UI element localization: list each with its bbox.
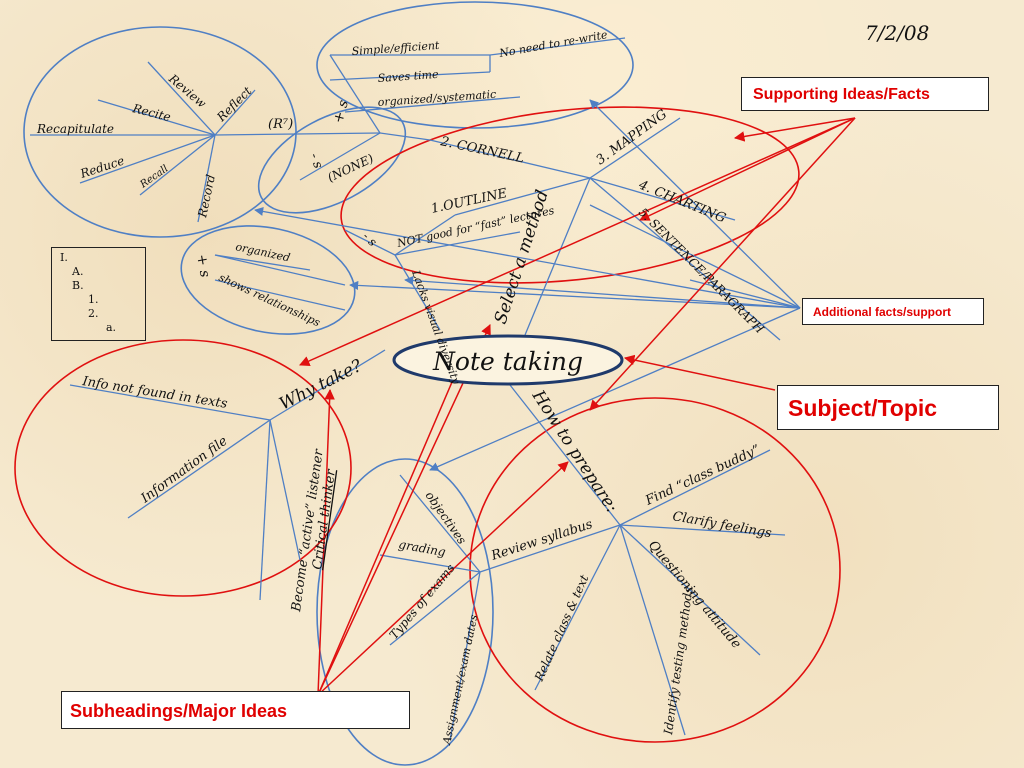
r7-item-recite: Recite — [130, 101, 172, 124]
cornell-plus-no-rewrite: No need to re-write — [497, 28, 609, 60]
method-sentence: 5. SENTENCE/PARAGRAPH — [636, 205, 767, 336]
subheading-why: Why take? — [276, 355, 366, 414]
why-item-info-not-found: Info not found in texts — [80, 374, 228, 412]
prepare-item-objectives: objectives — [423, 489, 470, 547]
cornell-plus-simple: Simple/efficient — [351, 39, 440, 58]
outline-plus-sign: + s — [193, 253, 213, 279]
why-oval — [14, 339, 352, 597]
outline-plus-oval — [180, 225, 356, 335]
legend-supporting-ideas: Supporting Ideas/Facts — [741, 77, 989, 111]
cornell-plus-oval — [316, 1, 634, 129]
outline-plus-relationships: shows relationships — [217, 271, 323, 330]
prepare-item-review-syllabus: Review syllabus — [489, 517, 595, 564]
methods-branches — [214, 37, 781, 341]
prepare-sub-oval — [316, 458, 494, 766]
why-branches — [69, 349, 386, 601]
method-cornell: 2. CORNELL — [438, 134, 525, 167]
outline-example-box: I. A. B. 1. 2. a. — [51, 247, 146, 341]
additional-support-arrows — [254, 99, 801, 471]
r7-item-recall: Recall — [138, 163, 171, 191]
prepare-item-relate-class-text: Relate class & text — [532, 573, 592, 685]
blue-ovals — [23, 1, 634, 766]
prepare-oval — [469, 397, 841, 743]
r7-item-record: Record — [195, 173, 218, 220]
cornell-plus-saves-time: Saves time — [377, 68, 439, 85]
prepare-item-assignment-dates: Assignment/exam dates — [440, 613, 481, 747]
prepare-branches — [379, 384, 786, 741]
cornell-minus-oval — [257, 106, 407, 214]
cornell-minus-none: (NONE) — [325, 151, 376, 185]
r7-item-recapitulate: Recapitulate — [36, 122, 114, 136]
prepare-item-types-of-exams: Types of exams — [387, 561, 458, 642]
outline-line: 1. — [88, 293, 99, 306]
outline-plus-branches — [214, 254, 346, 311]
prepare-item-class-buddy: Find “class buddy” — [642, 442, 762, 509]
prepare-item-grading: grading — [397, 537, 447, 559]
cornell-plus-sign: + s — [330, 98, 352, 125]
red-arrows — [299, 117, 856, 696]
subheading-prepare: How to prepare: — [527, 386, 621, 516]
r7-item-reduce: Reduce — [78, 154, 126, 182]
cornell-minus-sign: - s — [306, 151, 325, 171]
outline-line: 2. — [88, 307, 99, 320]
methods-oval — [340, 106, 800, 284]
method-outline: 1.OUTLINE — [430, 186, 509, 217]
outline-line: A. — [72, 265, 84, 278]
outline-line: I. — [60, 251, 68, 264]
central-topic: Note taking — [432, 347, 583, 376]
outline-line: B. — [72, 279, 84, 292]
prepare-item-clarify-feelings: Clarify feelings — [671, 509, 773, 541]
date-label: 7/2/08 — [865, 21, 929, 45]
r7-item-reflect: Reflect — [214, 84, 255, 125]
legend-subheadings: Subheadings/Major Ideas — [61, 691, 410, 729]
legend-additional-facts: Additional facts/support — [802, 298, 984, 325]
central-oval — [392, 334, 624, 386]
legend-subject-topic: Subject/Topic — [777, 385, 999, 430]
outline-line: a. — [106, 321, 117, 334]
r7-label: (R⁷) — [268, 117, 293, 132]
r7-spokes — [30, 61, 256, 223]
red-ovals — [14, 106, 841, 743]
why-item-information-file: Information file — [138, 434, 231, 507]
cornell-plus-organized: organized/systematic — [377, 88, 496, 109]
method-mapping: 3. MAPPING — [594, 107, 670, 168]
